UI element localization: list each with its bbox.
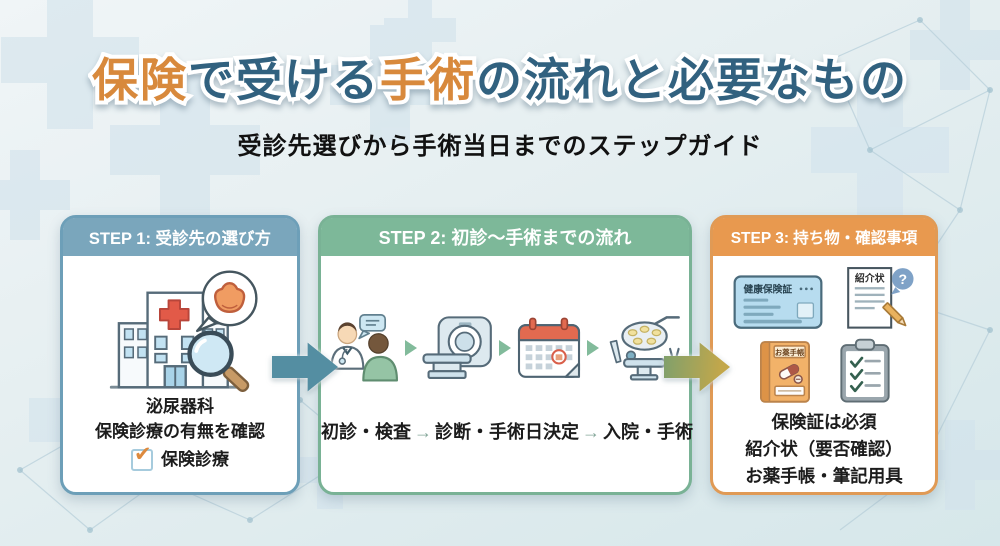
question-mark-icon: ? [898, 271, 907, 287]
flow-stage-1: 初診・検査 [321, 422, 411, 442]
step2-flow-text: 初診・検査→診断・手術日決定→入院・手術 [321, 418, 693, 444]
title-text-2: の流れと必要なもの [472, 50, 910, 110]
connector-arrow-1 [272, 338, 338, 396]
step3-line3: お薬手帳・筆記用具 [745, 466, 903, 487]
insurance-card-icon: 健康保険証 [733, 275, 823, 329]
checkbox-icon [131, 442, 153, 471]
step3-card: STEP 3: 持ち物・確認事項 健康保険証 紹介状 [710, 215, 938, 495]
medicine-notebook-label: お薬手帳 [775, 348, 805, 357]
title-accent-surgery: 手術 [376, 50, 478, 110]
hospital-search-bladder-icon [109, 270, 258, 392]
step1-line2: 保険診療の有無を確認 [95, 422, 265, 442]
referral-letter-label: 紹介状 [855, 271, 885, 284]
checklist-clipboard-icon [840, 338, 890, 403]
operating-room-icon [609, 316, 682, 381]
step1-card: STEP 1: 受診先の選び方 泌尿 [60, 215, 300, 495]
insurance-card-label: 健康保険証 [744, 282, 793, 295]
right-arrow-icon [272, 342, 338, 392]
right-arrow-icon [664, 342, 730, 392]
title-accent-insurance: 保険 [88, 50, 190, 110]
step1-line1: 泌尿器科 [146, 397, 214, 416]
flow-stage-2: 診断・手術日決定 [435, 422, 579, 442]
step3-line2: 紹介状（要否確認） [745, 439, 903, 460]
referral-letter-icon: 紹介状 ? [847, 267, 914, 329]
step2-header: STEP 2: 初診〜手術までの流れ [321, 218, 689, 256]
step3-icon-grid: 健康保険証 紹介状 [713, 263, 935, 405]
flow-stage-3: 入院・手術 [603, 422, 693, 442]
step2-icon-row [321, 306, 689, 390]
page-title: 保険で受ける手術の流れと必要なもの [0, 44, 1000, 110]
step1-header: STEP 1: 受診先の選び方 [63, 218, 297, 256]
title-text-1: で受ける [184, 50, 382, 110]
triangle-separator-icon [405, 340, 417, 356]
step3-header: STEP 3: 持ち物・確認事項 [713, 218, 935, 256]
flow-arrow-icon: → [582, 422, 600, 442]
subtitle: 受診先選びから手術当日までのステップガイド [237, 133, 763, 160]
triangle-separator-icon [499, 340, 511, 356]
triangle-separator-icon [587, 340, 599, 356]
step1-checkbox-row: 保険診療 [63, 442, 297, 472]
calendar-icon [517, 317, 581, 378]
flow-arrow-icon: → [414, 422, 432, 442]
step2-card: STEP 2: 初診〜手術までの流れ [318, 215, 693, 495]
step1-checkbox-label: 保険診療 [161, 450, 229, 470]
ct-scanner-icon [422, 315, 492, 379]
doctor-consultation-icon [330, 313, 399, 382]
medicine-notebook-icon: お薬手帳 [760, 341, 810, 403]
step3-line1: 保険証は必須 [771, 412, 877, 432]
connector-arrow-2 [664, 338, 730, 396]
